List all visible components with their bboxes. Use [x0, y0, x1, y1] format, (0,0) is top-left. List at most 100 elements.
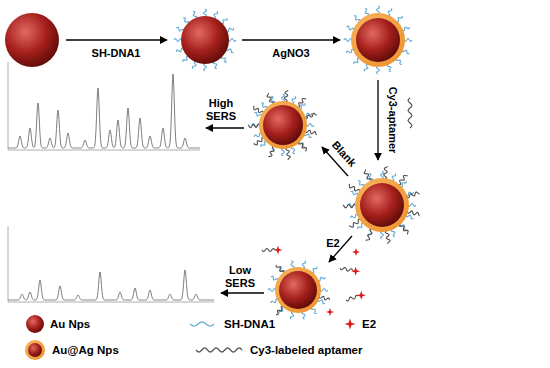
ssdna-strand — [254, 112, 261, 116]
nanoparticle — [268, 261, 330, 319]
process-arrow — [206, 127, 244, 128]
ssdna-strand — [303, 261, 306, 269]
aptamer-strand — [267, 93, 273, 104]
ssdna-strand — [344, 39, 352, 42]
spectrum-axis — [8, 226, 214, 302]
ssdna-strand — [408, 204, 416, 207]
ssdna-strand — [176, 27, 183, 31]
aptamer-strand — [364, 169, 371, 181]
aptamer-strand — [254, 106, 264, 113]
process-arrow — [377, 80, 378, 160]
ssdna-strand — [228, 39, 236, 42]
e2-star — [345, 319, 356, 330]
e2-star — [352, 248, 360, 256]
ssdna-strand — [183, 56, 189, 62]
ssdna-strand — [406, 215, 413, 219]
ssdna-strand — [396, 16, 402, 22]
ssdna-strand — [354, 58, 360, 64]
legend-text: SH-DNA1 — [224, 318, 275, 331]
ssdna-strand — [400, 181, 406, 187]
legend-aptamer — [196, 348, 242, 352]
process-arrow — [221, 292, 264, 293]
ssdna-strand — [312, 267, 317, 273]
ssdna-strand — [302, 311, 305, 319]
ssdna-strand — [174, 39, 182, 42]
aptamer-strand — [286, 148, 290, 160]
ssdna-strand — [396, 58, 402, 64]
aptamer-strand — [349, 184, 359, 192]
e2-star — [274, 246, 283, 255]
silver-shell — [259, 101, 307, 149]
nanoparticle — [344, 6, 412, 74]
ssdna-strand — [347, 26, 354, 30]
ssdna-strand — [364, 64, 368, 71]
aptamer-strand — [407, 211, 419, 216]
silver-shell — [355, 178, 409, 232]
ssdna-strand — [358, 223, 364, 229]
gold-core — [263, 105, 303, 145]
sers-spectrum — [8, 74, 200, 148]
ssdna-strand — [354, 16, 360, 22]
e2-star — [351, 267, 360, 276]
aptamer-strand — [407, 192, 420, 198]
legend-text: E2 — [362, 318, 376, 331]
ssdna-strand — [204, 9, 207, 17]
aptamer-strand — [262, 249, 275, 252]
annotation-label: Low SERS — [225, 264, 255, 289]
gold-core — [360, 183, 404, 227]
legend-gold-np — [26, 315, 44, 333]
aptamer-strand — [340, 267, 353, 271]
ssdna-strand — [299, 103, 305, 109]
ssdna-strand — [282, 148, 285, 156]
e2-star — [326, 308, 334, 316]
aptamer-strand — [346, 295, 358, 301]
ssdna-strand — [306, 124, 314, 127]
aptamer-strand — [248, 124, 260, 127]
process-arrow — [242, 39, 340, 40]
aptamer-strand — [343, 204, 356, 207]
e2-star — [357, 291, 366, 300]
aptamer-strand — [349, 219, 361, 227]
annotation-label: E2 — [326, 237, 339, 250]
aptamer-strand — [398, 175, 407, 184]
ssdna-strand — [226, 49, 233, 53]
ssdna-strand — [358, 181, 364, 187]
annotation-label: High SERS — [206, 97, 236, 122]
legend-text: Au@Ag Nps — [52, 344, 119, 357]
ssdna-strand — [392, 174, 396, 181]
aptamer-strand — [298, 142, 306, 152]
aptamer-strand — [408, 98, 412, 128]
ssdna-strand — [404, 39, 412, 42]
ssdna-strand — [214, 11, 218, 18]
ssdna-strand — [221, 18, 227, 24]
aptamer-strand — [305, 113, 317, 118]
sers-spectrum — [8, 270, 214, 300]
silver-shell — [351, 13, 405, 67]
ssdna-strand — [381, 231, 384, 239]
legend-silver-shell — [25, 340, 45, 360]
ssdna-strand — [377, 6, 380, 14]
legend-gold-core — [28, 343, 42, 357]
aptamer-strand — [385, 231, 390, 244]
ssdna-strand — [320, 289, 328, 292]
legend-text: Cy3-labeled aptamer — [250, 344, 363, 357]
annotation-label: SH-DNA1 — [92, 47, 141, 60]
ssdna-strand — [351, 191, 358, 195]
ssdna-strand — [388, 9, 392, 16]
ssdna-strand — [204, 63, 207, 71]
spectrum-axis — [8, 62, 200, 150]
nanoparticle — [248, 90, 317, 159]
aptamer-strand — [253, 138, 264, 145]
gold-core — [356, 18, 400, 62]
ssdna-strand — [261, 103, 267, 109]
ssdna-strand — [291, 261, 294, 269]
gold-core — [181, 16, 229, 64]
ssdna-strand — [318, 300, 325, 304]
ssdna-strand — [271, 276, 278, 280]
nanoparticle — [5, 13, 59, 67]
aptamer-strand — [305, 130, 316, 135]
ssdna-strand — [381, 171, 384, 179]
aptamer-strand — [276, 265, 284, 273]
aptamer-strand — [268, 146, 274, 157]
